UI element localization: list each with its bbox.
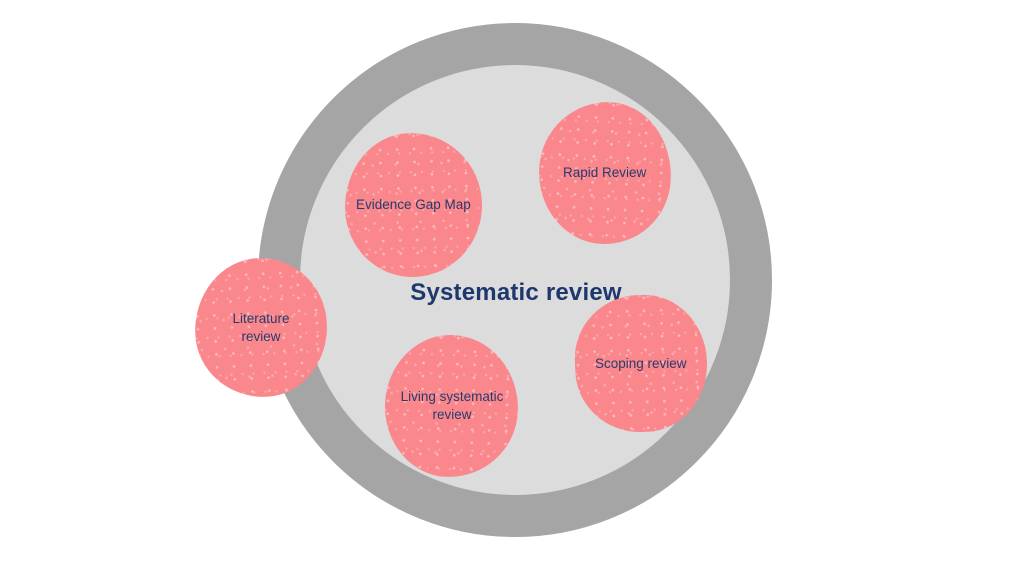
bubble-rapid-review-label: Rapid Review <box>563 165 647 181</box>
bubble-literature-review-label: Literature review <box>232 310 290 344</box>
bubble-living-systematic-review-label: Living systematic review <box>400 389 503 422</box>
bubble-evidence-gap-map-label: Evidence Gap Map <box>356 197 471 213</box>
bubble-scoping-review-label: Scoping review <box>595 355 687 371</box>
systematic-review-title: Systematic review <box>410 279 622 306</box>
